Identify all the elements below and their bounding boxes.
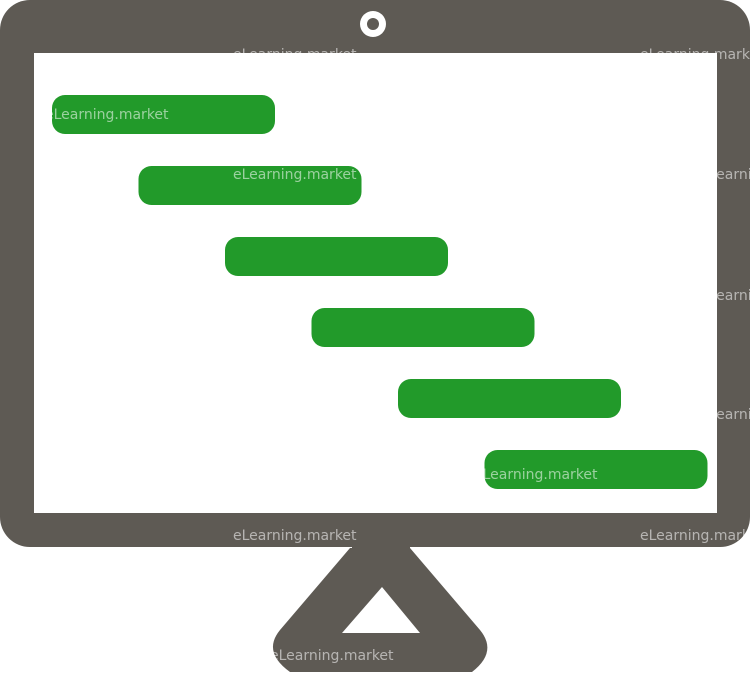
stand-cutout [342, 587, 420, 633]
gantt-bar [398, 379, 621, 418]
gantt-bar [138, 166, 362, 205]
gantt-bar [225, 237, 448, 276]
gantt-bar [52, 95, 275, 134]
gantt-chart-icon [52, 95, 708, 489]
gantt-bar [484, 450, 708, 489]
camera-hole [367, 18, 379, 30]
gantt-bar [311, 308, 535, 347]
